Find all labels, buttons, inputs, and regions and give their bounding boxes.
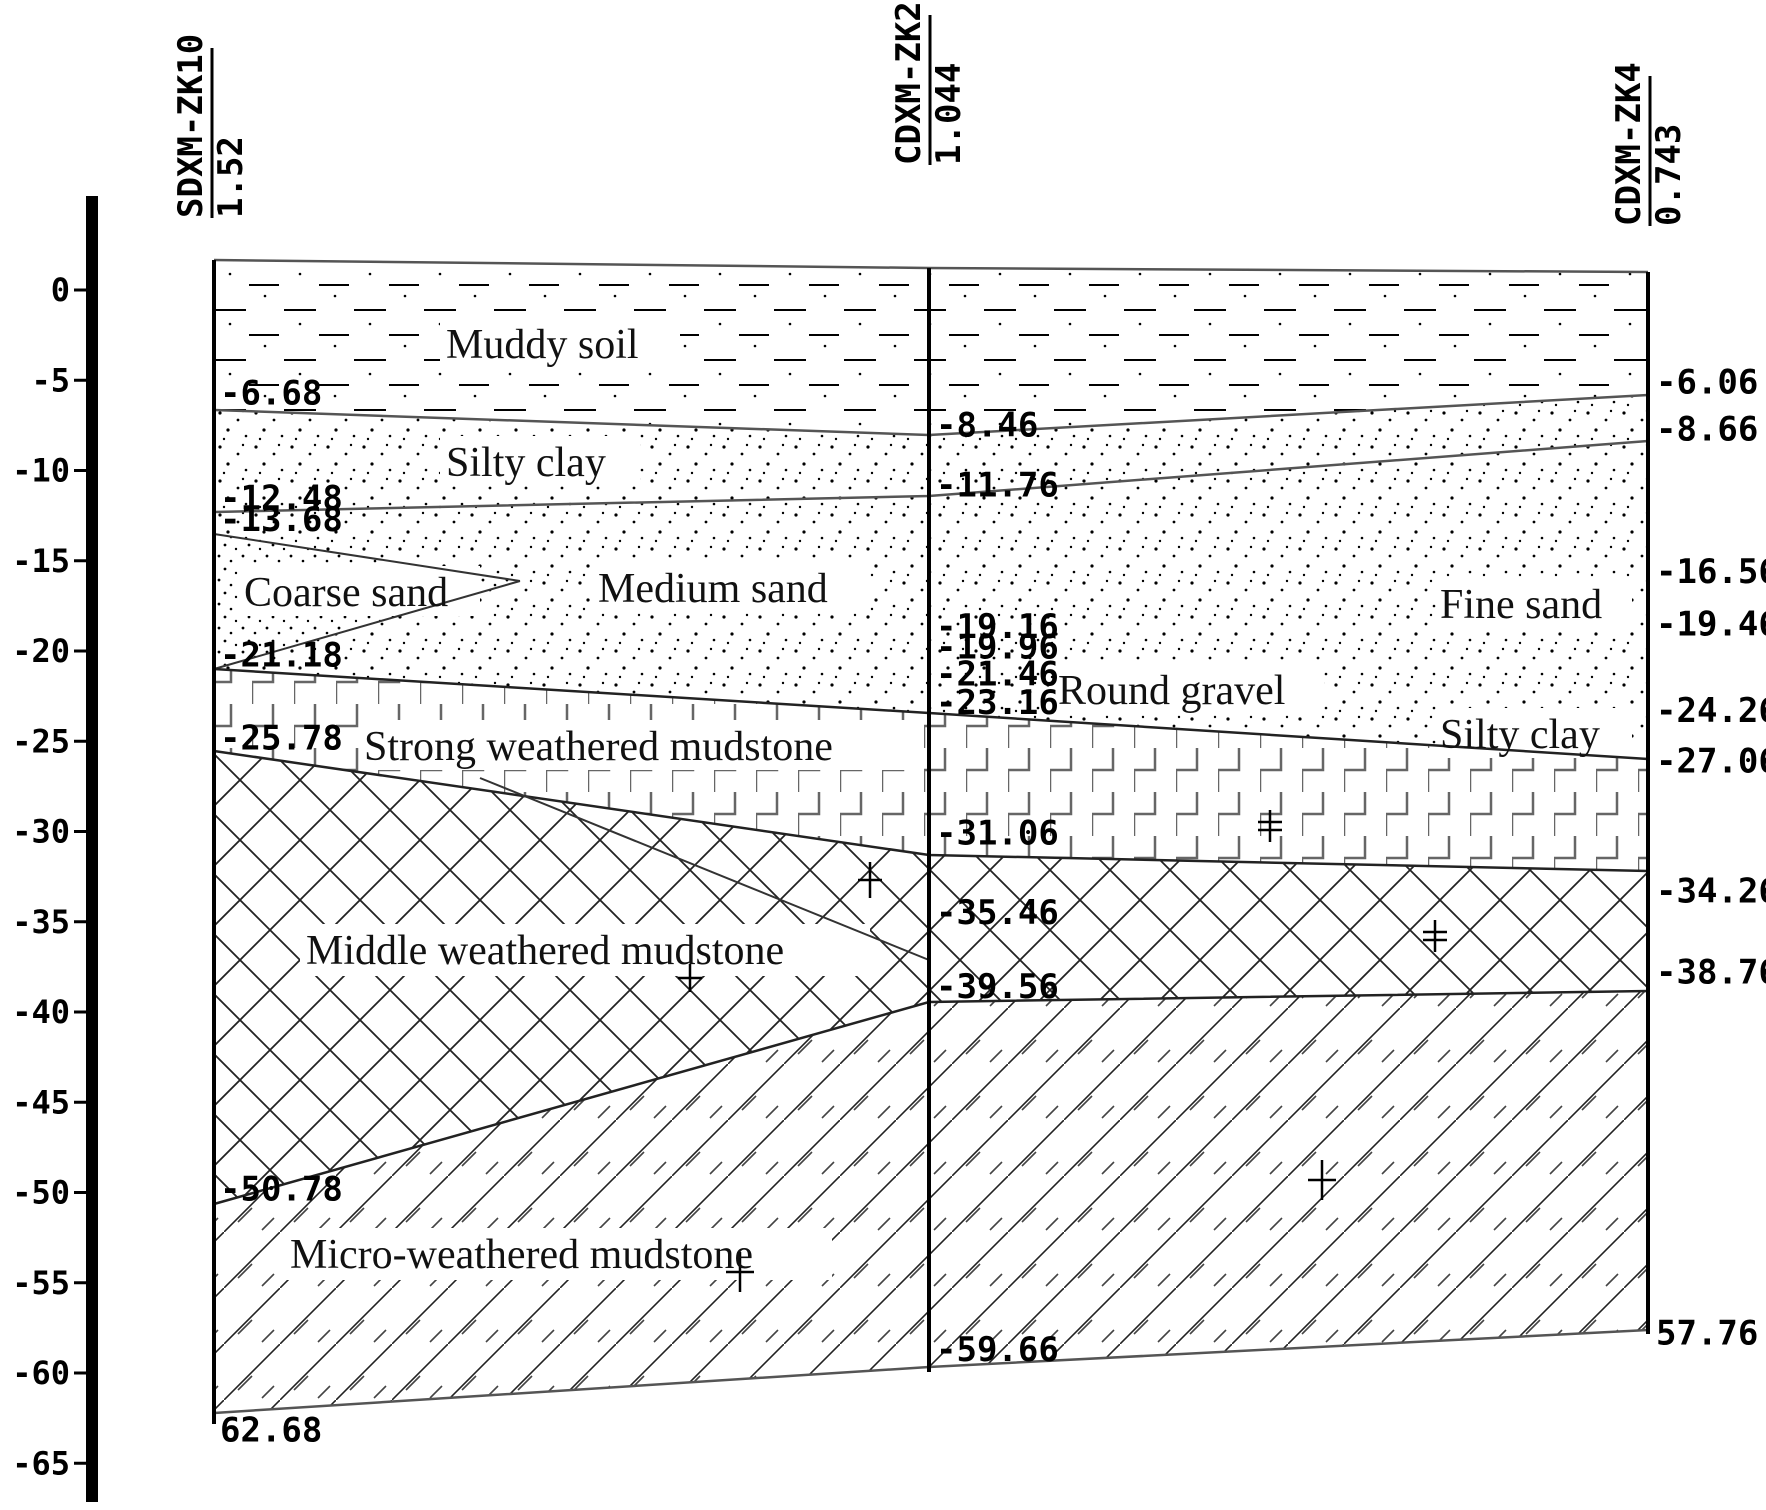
depth-label: -31.06 bbox=[936, 814, 1059, 854]
depth-label: -59.66 bbox=[936, 1330, 1059, 1370]
depth-label: -21.18 bbox=[220, 635, 343, 675]
scale-tick-label: -50 bbox=[12, 1174, 70, 1212]
coarse-sand-lens-top bbox=[213, 533, 521, 582]
lithology-symbols bbox=[678, 810, 1447, 1292]
borehole-headers: SDXM-ZK10 1.52 CDXM-ZK2 1.044 CDXM-ZK4 0… bbox=[171, 1, 1689, 226]
depth-label: -8.66 bbox=[1656, 409, 1758, 449]
weathering-symbol bbox=[678, 964, 702, 992]
label-backdrop-silty bbox=[440, 436, 640, 486]
depth-label: -21.46 bbox=[936, 654, 1059, 694]
borehole-name: CDXM-ZK4 bbox=[1609, 62, 1649, 226]
layer-label-medium-sand: Medium sand bbox=[598, 566, 828, 612]
depth-label: -23.16 bbox=[936, 683, 1059, 723]
layer-label-strong-weathered: Strong weathered mudstone bbox=[364, 724, 833, 770]
layer-label-micro-weathered: Micro-weathered mudstone bbox=[290, 1232, 753, 1278]
layer-label-muddy-soil: Muddy soil bbox=[446, 322, 639, 368]
elevation-scale-bar: 0 -5 -10 -15 -20 -25 -30 -35 -40 -45 -50 -55 -60 -65 bbox=[12, 196, 98, 1502]
layer-label-middle-weathered: Middle weathered mudstone bbox=[306, 928, 784, 974]
borehole-header-zk4: CDXM-ZK4 0.743 bbox=[1609, 62, 1689, 226]
depth-label: -34.26 bbox=[1656, 871, 1766, 911]
depth-label: 57.76 bbox=[1656, 1314, 1758, 1354]
weathering-symbol bbox=[1423, 920, 1447, 952]
scale-tick-label: -35 bbox=[12, 903, 70, 941]
scale-tick-label: -20 bbox=[12, 632, 70, 670]
label-backdrop-coarse bbox=[240, 566, 480, 616]
depth-label: -13.68 bbox=[220, 500, 343, 540]
wedge-line bbox=[479, 777, 930, 961]
borehole-elevation: 1.044 bbox=[929, 63, 969, 165]
scale-tick-label: -5 bbox=[31, 361, 70, 399]
weathering-symbol bbox=[1308, 1160, 1336, 1200]
weathering-symbol bbox=[858, 862, 882, 898]
label-backdrop-medium bbox=[594, 562, 870, 612]
depth-label: -11.76 bbox=[936, 465, 1059, 505]
depth-label: -38.76 bbox=[1656, 953, 1766, 993]
borehole-header-zk10: SDXM-ZK10 1.52 bbox=[171, 34, 251, 218]
depth-label: -6.68 bbox=[220, 374, 322, 414]
depth-label: -12.48 bbox=[220, 478, 343, 518]
scale-tick-label: -30 bbox=[12, 813, 70, 851]
depth-label: -39.56 bbox=[936, 967, 1059, 1007]
label-backdrop-fine bbox=[1436, 578, 1632, 628]
depth-label: -19.96 bbox=[936, 627, 1059, 667]
layer-label-silty-clay-lower: Silty clay bbox=[1440, 712, 1600, 758]
borehole-header-zk2: CDXM-ZK2 1.044 bbox=[889, 1, 969, 165]
depth-label: -8.46 bbox=[936, 406, 1038, 446]
label-backdrop-gravel bbox=[1054, 664, 1324, 714]
layer-label-fine-sand: Fine sand bbox=[1440, 582, 1602, 628]
depth-label: 62.68 bbox=[220, 1410, 322, 1450]
layer-label-silty-clay: Silty clay bbox=[446, 440, 606, 486]
label-backdrop-strong bbox=[360, 720, 912, 770]
scale-bar-rule bbox=[86, 196, 98, 1502]
depth-label: -19.46 bbox=[1656, 604, 1766, 644]
label-backdrop-middle bbox=[300, 924, 870, 976]
depth-label: -35.46 bbox=[936, 893, 1059, 933]
scale-tick-label: -55 bbox=[12, 1264, 70, 1302]
borehole-name: SDXM-ZK10 bbox=[171, 34, 211, 218]
label-backdrop-muddy bbox=[440, 318, 680, 368]
layer-labels: Muddy soil Silty clay Coarse sand Medium… bbox=[244, 322, 1602, 1278]
scale-ticks: 0 -5 -10 -15 -20 -25 -30 -35 -40 -45 -50 -55 -60 -65 bbox=[12, 271, 98, 1482]
scale-tick-label: -25 bbox=[12, 722, 70, 760]
borehole-name: CDXM-ZK2 bbox=[889, 1, 929, 165]
depth-label: -16.56 bbox=[1656, 552, 1766, 592]
layer-label-coarse-sand: Coarse sand bbox=[244, 570, 448, 616]
scale-tick-label: -65 bbox=[12, 1444, 70, 1482]
depth-label: -6.06 bbox=[1656, 362, 1758, 402]
depth-label: -19.16 bbox=[936, 607, 1059, 647]
boreholes bbox=[212, 260, 1650, 1424]
scale-tick-label: 0 bbox=[51, 271, 70, 309]
scale-tick-label: -45 bbox=[12, 1083, 70, 1121]
scale-tick-label: -60 bbox=[12, 1354, 70, 1392]
depth-label: -24.26 bbox=[1656, 691, 1766, 731]
depth-label: -27.06 bbox=[1656, 741, 1766, 781]
borehole-elevation: 0.743 bbox=[1649, 124, 1689, 226]
layer-label-round-gravel: Round gravel bbox=[1058, 668, 1285, 714]
scale-tick-label: -40 bbox=[12, 993, 70, 1031]
depth-label: -50.78 bbox=[220, 1170, 343, 1210]
weathering-symbol bbox=[1258, 810, 1282, 842]
borehole-elevation: 1.52 bbox=[211, 136, 251, 218]
label-backdrop-silty-lower bbox=[1436, 708, 1632, 758]
scale-tick-label: -15 bbox=[12, 542, 70, 580]
coarse-sand-lens-bottom bbox=[213, 580, 521, 670]
depth-label: -25.78 bbox=[220, 718, 343, 758]
depth-labels: -6.68 -12.48-13.68 -21.18 -25.78 -50.78 62.68… bbox=[220, 362, 1766, 1450]
scale-tick-label: -10 bbox=[12, 452, 70, 490]
weathering-symbol bbox=[726, 1252, 754, 1292]
